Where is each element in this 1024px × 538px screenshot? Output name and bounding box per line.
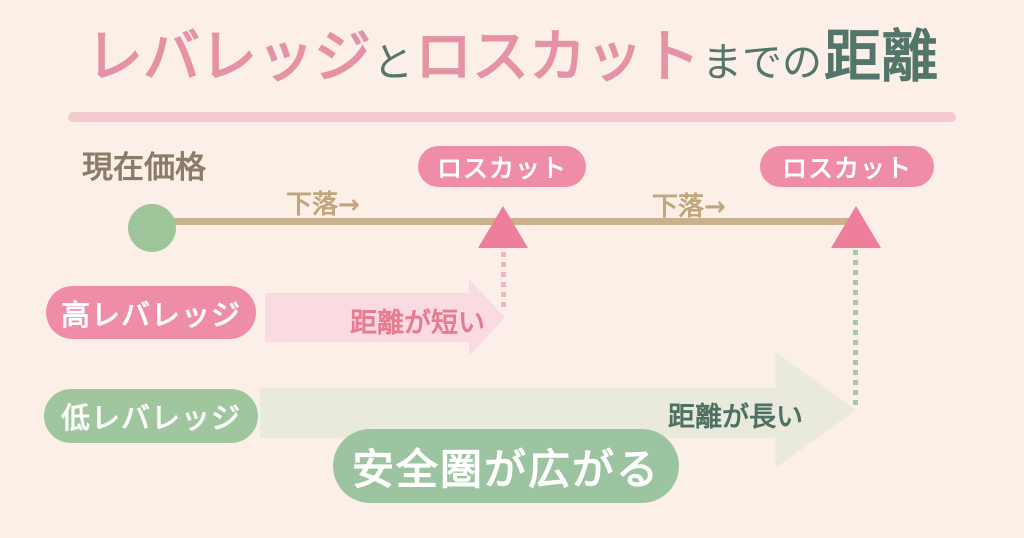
decline-label-1: 下落→ xyxy=(286,190,360,220)
long-distance-label: 距離が長い xyxy=(668,402,803,433)
page-title: レバレッジ と ロスカット までの 距離 xyxy=(0,26,1024,89)
dotted-line-short xyxy=(501,252,506,312)
title-segment-madeno: までの xyxy=(702,40,822,86)
low-leverage-badge: 低レバレッジ xyxy=(44,389,258,443)
dotted-line-long xyxy=(853,250,858,410)
decline-label-2: 下落→ xyxy=(652,192,726,222)
high-leverage-badge: 高レバレッジ xyxy=(46,286,256,339)
current-price-label: 現在価格 xyxy=(82,150,206,186)
losscut-badge-2: ロスカット xyxy=(760,146,934,187)
title-segment-losscut: ロスカット xyxy=(415,24,700,90)
title-segment-leverage: レバレッジ xyxy=(86,24,371,90)
short-distance-label: 距離が短い xyxy=(350,308,485,339)
title-segment-to: と xyxy=(373,40,413,86)
safety-zone-badge: 安全圏が広がる xyxy=(333,429,679,503)
title-underline xyxy=(68,112,956,122)
losscut-badge-1: ロスカット xyxy=(418,146,586,187)
title-segment-distance: 距離 xyxy=(824,24,938,90)
current-price-dot xyxy=(128,204,176,252)
losscut-marker-triangle-1 xyxy=(478,206,528,248)
price-line xyxy=(170,218,856,225)
losscut-marker-triangle-2 xyxy=(831,206,881,248)
